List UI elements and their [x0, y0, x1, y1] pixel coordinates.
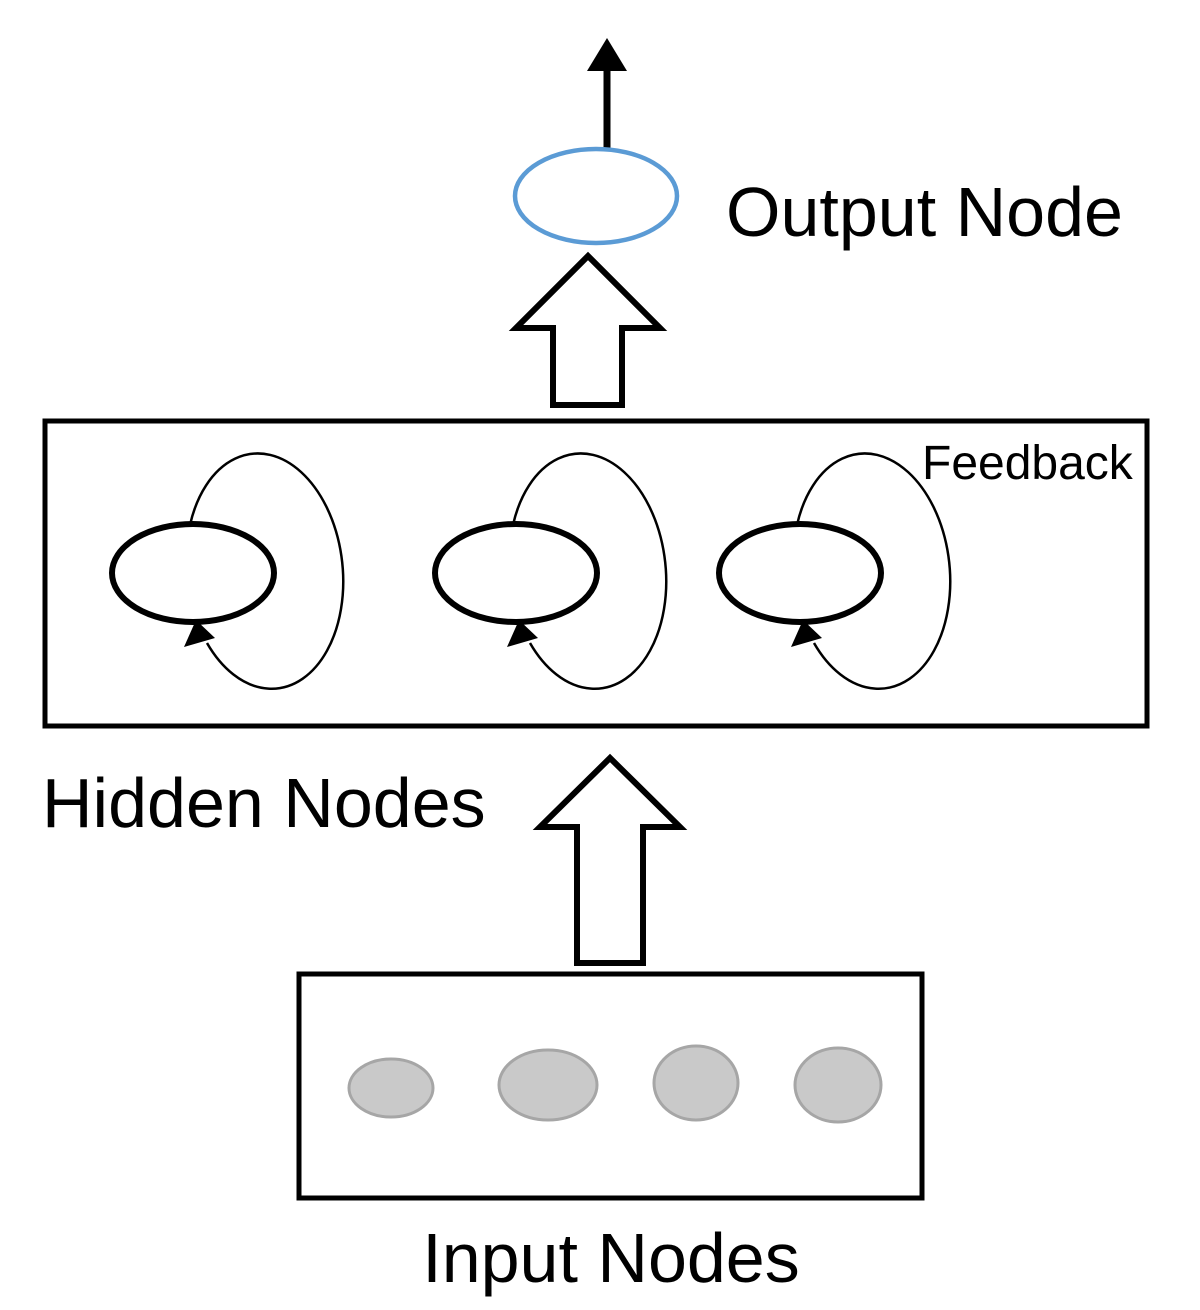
hidden-layer-box	[42, 418, 1150, 729]
output-node-label: Output Node	[726, 173, 1123, 251]
feedback-loop-arrow	[795, 452, 952, 690]
input-layer-box	[296, 971, 925, 1201]
feedback-label: Feedback	[922, 437, 1133, 490]
input-nodes-group	[347, 1044, 883, 1124]
feedback-loop-arrowhead-icon	[507, 620, 538, 647]
hidden-node-ellipse	[716, 521, 884, 625]
feedback-loop-arrow	[188, 452, 345, 690]
input-node-ellipse	[497, 1048, 599, 1122]
hidden-node-ellipse	[109, 521, 277, 625]
input-node-ellipse	[347, 1057, 435, 1119]
output-arrow	[587, 38, 627, 150]
output-arrowhead-icon	[587, 38, 627, 71]
block-arrow-input-to-hidden	[532, 753, 688, 966]
feedback-loop-arrowhead-icon	[184, 620, 215, 647]
input-node-ellipse	[652, 1044, 740, 1122]
hidden-nodes-group	[109, 452, 952, 690]
feedback-loop-arrowhead-icon	[791, 620, 822, 647]
input-node-ellipse	[793, 1046, 883, 1124]
output-node-ellipse	[512, 146, 680, 246]
hidden-node-ellipse	[432, 521, 600, 625]
feedback-loop-arrow	[511, 452, 668, 690]
hidden-nodes-label: Hidden Nodes	[42, 764, 486, 842]
input-nodes-label: Input Nodes	[422, 1219, 800, 1297]
block-arrow-hidden-to-output	[508, 251, 668, 408]
